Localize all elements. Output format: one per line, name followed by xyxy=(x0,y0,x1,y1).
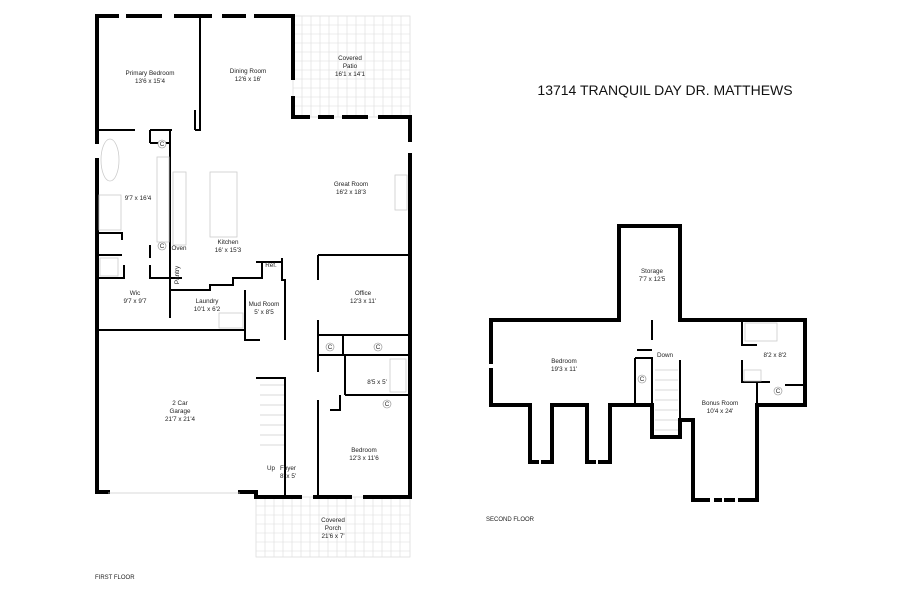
bathtub-icon xyxy=(100,138,120,182)
tub-icon xyxy=(389,358,407,393)
svg-text:C: C xyxy=(160,243,165,250)
covered-patio-area xyxy=(292,15,411,118)
room-size-kitchen: 16' x 15'3 xyxy=(215,247,242,254)
room-size-bonus-room: 10'4 x 24' xyxy=(707,408,734,415)
room-name-storage: Storage xyxy=(641,268,664,275)
room-name-foyer: Foyer xyxy=(280,465,296,472)
refrigerator-label: Ref. xyxy=(265,262,277,269)
room-name-office: Office xyxy=(355,290,372,297)
oven-label: Oven xyxy=(171,245,187,252)
room-name-laundry: Laundry xyxy=(196,298,220,305)
room-size-great-room: 16'2 x 18'3 xyxy=(336,189,367,196)
second-floor-caption: SECOND FLOOR xyxy=(486,517,535,523)
svg-text:C: C xyxy=(385,401,390,408)
property-address-title: 13714 TRANQUIL DAY DR. MATTHEWS xyxy=(537,82,792,98)
room-name-covered-porch: Covered xyxy=(321,517,345,524)
interior-walls xyxy=(97,16,410,497)
stairs-up-label: Up xyxy=(267,465,276,472)
sink-icon xyxy=(218,312,244,329)
room-name2-garage: Garage xyxy=(169,408,191,415)
first-floor-plan: C C C C C Primary Bedroom 13'6 x 15'4 Di… xyxy=(95,14,412,581)
fireplace-icon xyxy=(394,174,408,211)
kitchen-island-icon xyxy=(209,171,238,238)
shower-icon xyxy=(98,194,122,231)
room-size-garage: 21'7 x 21'4 xyxy=(165,416,196,423)
stairs-icon xyxy=(260,384,284,446)
fixtures xyxy=(98,138,408,446)
svg-text:C: C xyxy=(328,344,333,351)
room-size-covered-porch: 21'6 x 7' xyxy=(321,533,344,540)
room-name-primary-bedroom: Primary Bedroom xyxy=(126,70,175,77)
stairs-down-label: Down xyxy=(657,352,674,359)
svg-text:C: C xyxy=(640,376,645,383)
room-size-wic: 9'7 x 9'7 xyxy=(123,298,147,305)
room-size-mud-room: 5' x 8'5 xyxy=(254,309,274,316)
room-size-bedroom: 12'3 x 11'6 xyxy=(349,455,379,462)
closet-badges: C C C C C xyxy=(157,139,392,409)
svg-text:C: C xyxy=(160,141,165,148)
toilet-icon xyxy=(99,257,119,277)
fixtures-second xyxy=(655,322,778,431)
room-size-primary-bedroom: 13'6 x 15'4 xyxy=(135,78,166,85)
interior-walls-second xyxy=(634,320,805,437)
room-name-bonus-room: Bonus Room xyxy=(702,400,738,407)
room-size-laundry: 10'1 x 6'2 xyxy=(194,306,221,313)
closet-badges-second: C C xyxy=(637,374,783,396)
room-name-great-room: Great Room xyxy=(334,181,368,188)
room-name-dining-room: Dining Room xyxy=(230,68,266,75)
room-size-bath-2: 8'2 x 8'2 xyxy=(763,352,787,359)
tub-icon xyxy=(744,322,778,342)
room-name-bedroom-2: Bedroom xyxy=(551,358,577,365)
first-floor-caption: FIRST FLOOR xyxy=(95,575,135,581)
room-size-office: 12'3 x 11' xyxy=(350,298,376,305)
room-name-garage: 2 Car xyxy=(172,400,187,407)
room-name2-covered-patio: Patio xyxy=(343,63,358,70)
room-size-bath: 8'5 x 5' xyxy=(367,379,387,386)
pantry-label: Pantry xyxy=(174,265,181,284)
exterior-walls xyxy=(95,14,412,499)
exterior-walls-second xyxy=(489,224,807,502)
room-size-foyer: 8' x 5' xyxy=(280,473,296,480)
room-size-covered-patio: 16'1 x 14'1 xyxy=(335,71,366,78)
second-floor-plan: C C Storage 7'7 x 12'5 Bedroom 19'3 x 11… xyxy=(486,224,807,523)
room-name-wic: Wic xyxy=(130,290,141,297)
room-size-primary-bath: 9'7 x 16'4 xyxy=(125,195,152,202)
room-size-bedroom-2: 19'3 x 11' xyxy=(551,366,577,373)
room-name-covered-patio: Covered xyxy=(338,55,362,62)
counter-icon xyxy=(172,171,187,246)
room-size-storage: 7'7 x 12'5 xyxy=(639,276,666,283)
room-size-dining-room: 12'6 x 16' xyxy=(235,76,262,83)
svg-text:C: C xyxy=(776,388,781,395)
sink-icon xyxy=(743,369,762,382)
room-name-kitchen: Kitchen xyxy=(217,239,239,246)
room-name-bedroom: Bedroom xyxy=(351,447,377,454)
stairs-icon xyxy=(655,369,678,431)
room-name-mud-room: Mud Room xyxy=(249,301,280,308)
svg-text:C: C xyxy=(376,344,381,351)
room-name2-covered-porch: Porch xyxy=(325,525,342,532)
vanity-icon xyxy=(156,156,170,243)
